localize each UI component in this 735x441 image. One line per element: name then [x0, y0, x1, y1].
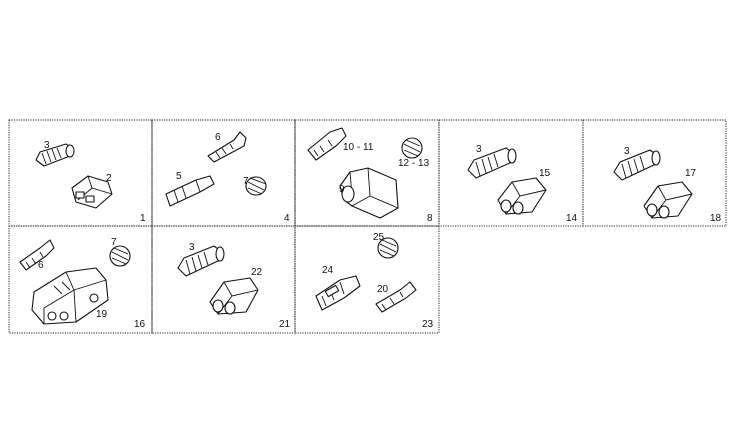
- terminal-part: [19, 239, 55, 271]
- cell-14: 3 15 14: [438, 119, 584, 227]
- boot-cover: [339, 167, 399, 219]
- part-label: 19: [96, 309, 108, 320]
- part-label: 24: [322, 265, 334, 276]
- part-label: 12 - 13: [398, 158, 430, 169]
- cell-18: 3 17 18: [582, 119, 727, 227]
- terminal-part: [207, 131, 247, 163]
- multi-pin-housing: [31, 267, 109, 325]
- grommet-part: [401, 137, 423, 159]
- cell-number: 1: [140, 213, 146, 224]
- cell-number: 8: [427, 213, 433, 224]
- part-label: 25: [373, 232, 385, 243]
- cell-number: 21: [279, 319, 291, 330]
- cell-number: 18: [710, 213, 722, 224]
- part-label: 3: [624, 146, 630, 157]
- grommet-part: [109, 245, 131, 267]
- part-label: 3: [476, 144, 482, 155]
- cell-number: 14: [566, 213, 578, 224]
- part-label: 17: [685, 168, 697, 179]
- part-label: 3: [44, 140, 50, 151]
- seal-part: [35, 143, 75, 167]
- part-label: 10 - 11: [343, 142, 374, 153]
- part-label: 20: [377, 284, 389, 295]
- cell-number: 16: [134, 319, 146, 330]
- terminal-part: [307, 127, 347, 161]
- plug-part: [165, 175, 215, 207]
- cell-number: 23: [422, 319, 434, 330]
- part-label: 3: [189, 242, 195, 253]
- seal-part: [613, 149, 661, 181]
- grommet-part: [377, 237, 399, 259]
- connector-housing: [209, 277, 259, 315]
- cell-8: 10 - 11 12 - 13 9 8: [294, 119, 440, 227]
- terminal-part: [375, 281, 417, 313]
- part-label: 5: [176, 171, 182, 182]
- cell-23: 25 24 20 23: [294, 225, 440, 334]
- seal-part: [467, 147, 517, 179]
- cell-1: 3 2 1: [8, 119, 153, 227]
- connector-housing: [71, 175, 113, 209]
- part-label: 2: [106, 173, 112, 184]
- cell-21: 3 22 21: [151, 225, 296, 334]
- part-label: 9: [339, 184, 345, 195]
- seal-part: [177, 245, 225, 277]
- part-label: 6: [215, 132, 221, 143]
- connector-housing: [497, 177, 547, 215]
- grommet-part: [245, 176, 267, 196]
- connector-housing: [643, 181, 693, 219]
- part-label: 6: [38, 260, 44, 271]
- part-label: 7: [111, 237, 117, 248]
- plug-part: [315, 275, 361, 311]
- part-label: 22: [251, 267, 263, 278]
- cell-number: 4: [284, 213, 290, 224]
- cell-4: 6 5 7 4: [151, 119, 296, 227]
- cell-16: 6 7 19 16: [8, 225, 153, 334]
- part-label: 7: [243, 176, 249, 187]
- part-label: 15: [539, 168, 551, 179]
